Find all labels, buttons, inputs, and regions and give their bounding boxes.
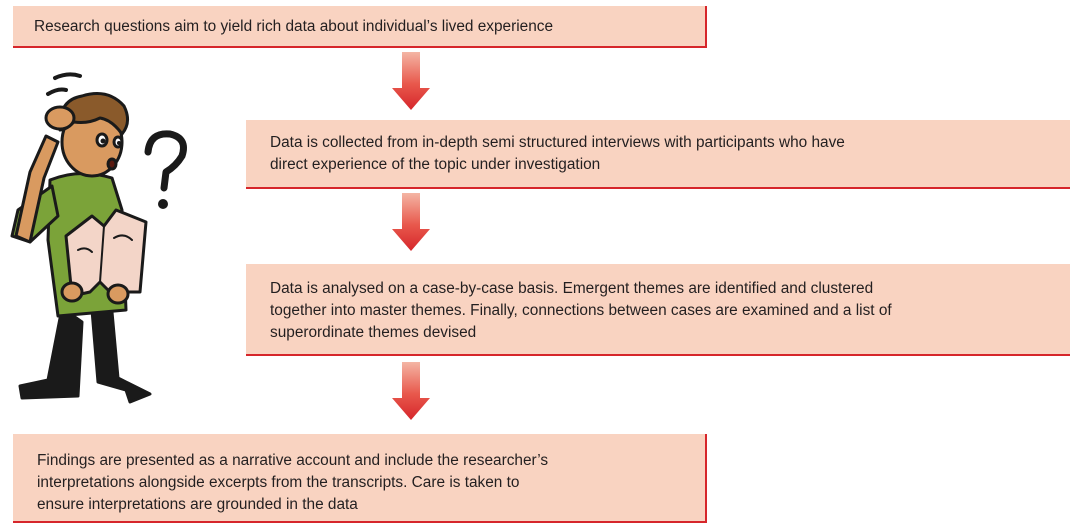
step-2-line-1: Data is collected from in-depth semi str… [270, 134, 845, 151]
step-2-line-2: direct experience of the topic under inv… [270, 156, 601, 173]
step-4-box: Findings are presented as a narrative ac… [13, 434, 707, 523]
confused-person-reading-icon [10, 72, 187, 404]
step-3-line-1: Data is analysed on a case-by-case basis… [270, 280, 874, 297]
step-1-box: Research questions aim to yield rich dat… [13, 6, 707, 48]
step-3-line-2: together into master themes. Finally, co… [270, 302, 892, 319]
step-1-line-1: Research questions aim to yield rich dat… [34, 18, 554, 35]
step-3-box: Data is analysed on a case-by-case basis… [246, 264, 1070, 356]
down-arrow-icon [392, 362, 430, 420]
step-4-line-1: Findings are presented as a narrative ac… [37, 452, 549, 469]
step-3-line-3: superordinate themes devised [270, 324, 477, 341]
down-arrow-icon [392, 52, 430, 110]
down-arrow-icon [392, 193, 430, 251]
step-2-box: Data is collected from in-depth semi str… [246, 120, 1070, 189]
step-4-line-2: interpretations alongside excerpts from … [37, 474, 520, 491]
step-4-line-3: ensure interpretations are grounded in t… [37, 496, 358, 513]
